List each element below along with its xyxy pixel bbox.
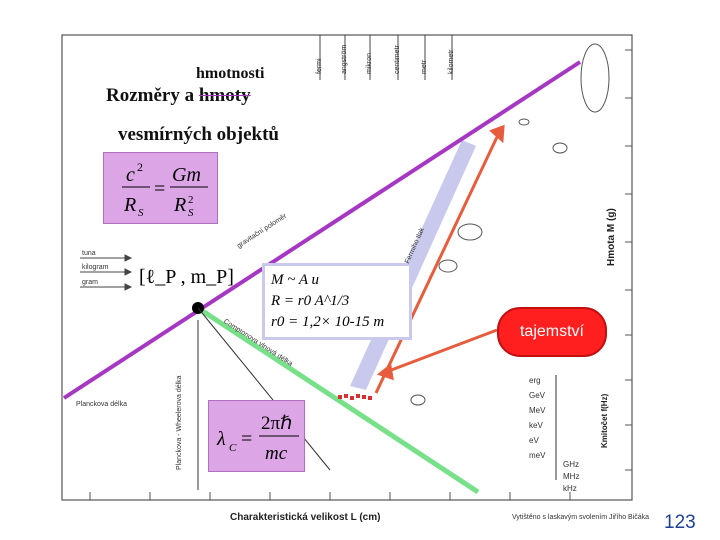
y-axis-title: Hmota <box>606 234 617 266</box>
title-struck-word: hmoty <box>198 85 251 106</box>
svg-text:C: C <box>229 442 237 454</box>
x-axis-title: Charakteristická velikost <box>230 512 348 523</box>
svg-text:mc: mc <box>265 443 288 464</box>
title-line1: Rozměry a hmoty <box>106 85 251 107</box>
svg-text:λ: λ <box>216 428 226 450</box>
right-ticks <box>625 49 632 471</box>
svg-text:2πℏ: 2πℏ <box>261 413 292 434</box>
scale-ghz: GHz <box>563 460 579 469</box>
right-axis-unit: f(Hz) <box>600 393 609 412</box>
compton-formula-box: λ C = 2πℏ mc <box>208 400 305 472</box>
tajemstvi-arrows <box>374 124 505 394</box>
unit-tuna: tuna <box>82 250 96 257</box>
title-prefix: Rozměry a <box>106 85 195 106</box>
title-line2: vesmírných objektů <box>118 124 279 145</box>
col-angstrom: angström <box>341 44 348 74</box>
col-kilometr: kilometr <box>448 49 455 74</box>
scale-mhz: MHz <box>563 472 580 481</box>
scale-khz: kHz <box>563 484 577 493</box>
credit-line: Vytištěno s laskavým svolením Jiřího Bič… <box>512 514 650 521</box>
svg-text:2: 2 <box>188 194 194 206</box>
object-sketches <box>410 43 610 406</box>
compton-formula: λ C = 2πℏ mc <box>216 413 299 464</box>
svg-text:S: S <box>138 207 144 219</box>
svg-text:Gm: Gm <box>172 164 201 186</box>
planck-bracket-formula: [ℓ_P , m_P] <box>139 266 234 288</box>
scale-kev: keV <box>529 421 543 430</box>
r0-value: r0 = 1,2× 10-15 m <box>271 314 385 330</box>
scale-mev: MeV <box>529 406 546 415</box>
bottom-ticks <box>89 492 571 500</box>
title-correction: hmotnosti <box>196 65 265 82</box>
nuclei-band <box>338 394 372 400</box>
svg-text:=: = <box>241 428 252 450</box>
col-mikron: mikron <box>366 52 373 74</box>
scale-mev-milli: meV <box>529 451 546 460</box>
col-metr: metr <box>421 60 428 74</box>
mass-relation: M ~ A u <box>271 272 319 288</box>
schwarzschild-formula-box: c 2 R S = Gm R S 2 <box>103 152 218 224</box>
y-axis-unit: M (g) <box>606 208 617 233</box>
right-axis-title: Kmitočet <box>600 413 609 448</box>
unit-gram: gram <box>82 279 98 286</box>
compton-line <box>196 305 480 495</box>
col-centimetr: centimetr <box>394 45 401 74</box>
tajemstvi-callout: tajemství <box>497 307 607 357</box>
radius-relation: R = r0 A^1/3 <box>271 293 350 309</box>
svg-text:=: = <box>154 178 165 200</box>
top-ticks <box>319 35 453 80</box>
nuclear-size-box: M ~ A u R = r0 A^1/3 r0 = 1,2× 10-15 m <box>262 263 412 340</box>
scale-ev: eV <box>529 436 539 445</box>
svg-text:R: R <box>173 194 186 216</box>
svg-text:R: R <box>123 194 136 216</box>
label-planck-wheeler: Planckova - Wheelerova délka <box>176 375 183 470</box>
svg-text:c: c <box>126 164 135 186</box>
col-fermi: fermi <box>316 58 323 74</box>
label-planck-length: Planckova délka <box>76 401 127 408</box>
x-axis-unit: L (cm) <box>350 512 381 523</box>
scale-gev: GeV <box>529 391 546 400</box>
gravitational-radius-line <box>62 60 582 400</box>
x-axis-label: Charakteristická velikost L (cm) <box>230 512 380 523</box>
scale-erg: erg <box>529 376 541 385</box>
page-number: 123 <box>664 512 696 533</box>
left-unit-arrows <box>80 254 133 291</box>
right-axis-label: Kmitočet f(Hz) <box>600 394 609 448</box>
y-axis-label: Hmota M (g) <box>606 208 617 266</box>
plot-frame <box>61 34 633 501</box>
svg-text:2: 2 <box>137 160 143 174</box>
planck-lines <box>197 307 331 490</box>
unit-kilogram: kilogram <box>82 264 109 271</box>
schwarzschild-formula: c 2 R S = Gm R S 2 <box>122 160 208 219</box>
svg-text:S: S <box>188 207 194 219</box>
